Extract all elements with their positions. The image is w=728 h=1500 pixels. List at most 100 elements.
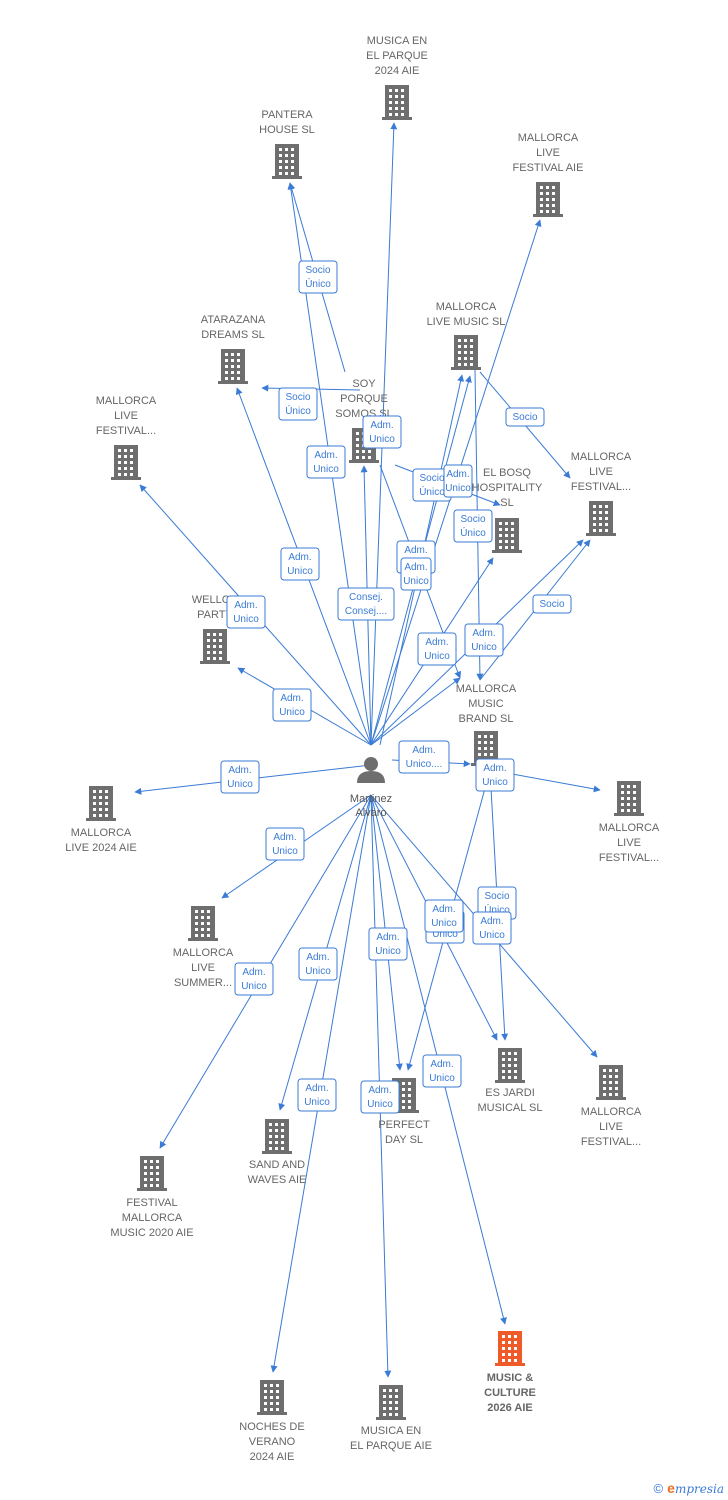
relation-label-text: Unico: [375, 946, 401, 957]
company-name-line: 2024 AIE: [250, 1451, 295, 1463]
company-name-line: LIVE: [589, 466, 613, 478]
company-name-line: MALLORCA: [518, 132, 579, 144]
company-node-mallorca-live-festival-right[interactable]: MALLORCALIVEFESTIVAL...: [571, 451, 632, 536]
relation-label[interactable]: Adm.Unico: [265, 827, 305, 861]
relation-label-text: Adm.: [305, 1083, 328, 1094]
person-name-line: Martinez: [350, 793, 392, 805]
relation-label[interactable]: Adm.Unico....: [398, 740, 450, 774]
company-node-mallorca-live-festival-br[interactable]: MALLORCALIVEFESTIVAL...: [581, 1065, 642, 1148]
relation-label-text: Unico: [227, 779, 253, 790]
relation-label-text: Socio: [419, 473, 444, 484]
relation-label-text: Unico: [241, 981, 267, 992]
relation-label-text: Adm.: [404, 545, 427, 556]
relation-label[interactable]: Adm.Unico: [472, 911, 512, 945]
footer-brand: © empresia: [654, 1480, 724, 1496]
relation-label-text: Único: [305, 277, 331, 290]
building-icon: [495, 1331, 525, 1366]
company-name-line: MALLORCA: [122, 1212, 183, 1224]
relation-label-text: Socio: [484, 891, 509, 902]
relation-label[interactable]: Adm.Unico: [360, 1080, 400, 1114]
company-name-line: VERANO: [249, 1436, 296, 1448]
company-name-line: SAND AND: [249, 1159, 305, 1171]
relation-label[interactable]: Consej.Consej....: [337, 587, 395, 621]
brand-name: mpresia: [674, 1482, 724, 1496]
relation-label-text: Unico: [432, 929, 458, 940]
relation-label[interactable]: Adm.Unico: [424, 899, 464, 933]
building-icon: [262, 1119, 292, 1154]
brand-initial: e: [667, 1480, 675, 1496]
company-name-line: PANTERA: [261, 109, 313, 121]
company-name-line: EL BOSQ: [483, 467, 531, 479]
relation-label[interactable]: Adm.Unico: [226, 595, 266, 629]
company-name-line: BRAND SL: [458, 713, 513, 725]
company-name-line: CULTURE: [484, 1387, 536, 1399]
company-node-mallorca-live-festival-left[interactable]: MALLORCALIVEFESTIVAL...: [96, 395, 157, 480]
relation-label-text: Unico: [279, 707, 305, 718]
relation-label[interactable]: Adm.Unico: [400, 557, 432, 591]
relation-label[interactable]: Adm.Unico: [234, 962, 274, 996]
company-name-line: ES JARDI: [485, 1087, 535, 1099]
company-node-mallorca-live-summer[interactable]: MALLORCALIVESUMMER...: [173, 906, 234, 989]
relation-label[interactable]: Socio: [532, 594, 572, 614]
relation-label-text: Unico: [287, 566, 313, 577]
relation-edge: [370, 677, 461, 746]
company-name-line: PARTY: [197, 609, 233, 621]
company-name-line: SL: [500, 497, 513, 509]
relation-label[interactable]: Adm.Unico: [417, 632, 457, 666]
relation-label-text: Unico: [367, 1099, 393, 1110]
building-icon: [614, 781, 644, 816]
relation-label-text: Único: [419, 485, 445, 498]
building-icon: [86, 786, 116, 821]
relation-label[interactable]: Adm.Unico: [368, 927, 408, 961]
relation-label-text: Unico: [445, 483, 471, 494]
company-name-line: LIVE MUSIC SL: [427, 316, 506, 328]
company-name-line: LIVE: [617, 837, 641, 849]
relation-label-text: Adm.: [228, 765, 251, 776]
empresia-logo[interactable]: empresia: [667, 1480, 724, 1496]
copyright-symbol: ©: [653, 1480, 664, 1496]
relation-label[interactable]: Adm.Unico: [362, 415, 402, 449]
relation-label[interactable]: Adm. Unico: [220, 760, 260, 794]
company-name-line: FESTIVAL...: [571, 481, 631, 493]
company-node-mallorca-live-festival-right2[interactable]: MALLORCALIVEFESTIVAL...: [599, 781, 660, 864]
relation-label[interactable]: Adm.Unico: [464, 623, 504, 657]
relation-label-text: Adm.: [314, 450, 337, 461]
relation-label[interactable]: Adm.Unico: [297, 1078, 337, 1112]
relation-label[interactable]: Adm.Unico: [443, 464, 473, 498]
relation-label[interactable]: Adm.Unico: [306, 445, 346, 479]
relation-label[interactable]: Adm.Unico: [280, 547, 320, 581]
company-name-line: MUSIC 2020 AIE: [110, 1227, 193, 1239]
relation-label-text: Consej....: [345, 606, 387, 617]
relation-label[interactable]: Socio: [505, 407, 545, 427]
company-name-line: MUSICA EN: [361, 1425, 422, 1437]
relation-label[interactable]: Adm.Unico: [272, 688, 312, 722]
building-icon: [382, 85, 412, 120]
company-name-line: 2026 AIE: [487, 1402, 532, 1414]
relation-label-text: Adm.: [483, 763, 506, 774]
company-name-line: PERFECT: [378, 1119, 430, 1131]
company-name-line: MALLORCA: [581, 1106, 642, 1118]
relation-label[interactable]: Adm.Unico: [298, 947, 338, 981]
relation-label[interactable]: Adm.Unico: [475, 758, 515, 792]
relation-label[interactable]: Adm.Unico: [422, 1054, 462, 1088]
company-name-line: MALLORCA: [173, 947, 234, 959]
